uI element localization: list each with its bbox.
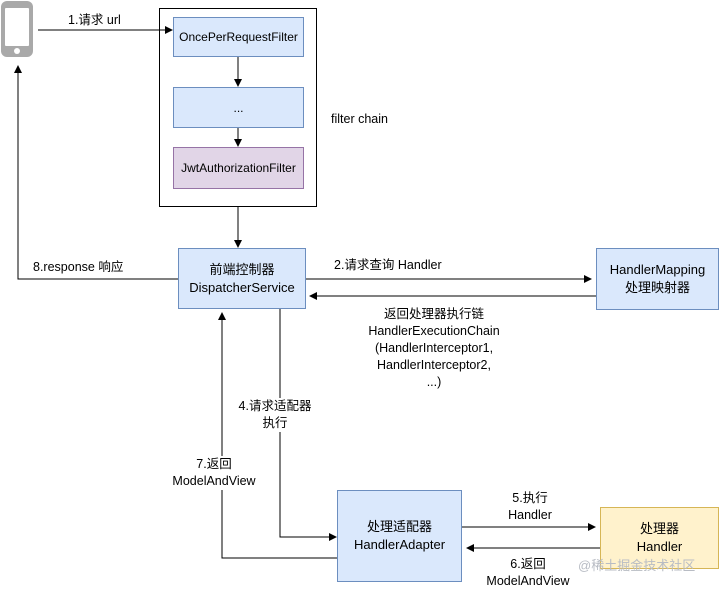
filter-chain-label: filter chain — [331, 112, 388, 126]
label-step7-line2: ModelAndView — [172, 474, 256, 488]
label-step2: 2.请求查询 Handler — [334, 257, 442, 274]
filter-chain-frame — [159, 8, 317, 207]
label-return-chain: 返回处理器执行链 HandlerExecutionChain (HandlerI… — [360, 306, 508, 391]
handler-adapter-node[interactable]: 处理适配器 HandlerAdapter — [337, 490, 462, 582]
dispatcher-line1: 前端控制器 — [209, 261, 275, 277]
filter-ellipsis[interactable]: ... — [173, 87, 304, 128]
label-step4-line2: 执行 — [262, 416, 288, 430]
filter-once-per-request-label: OncePerRequestFilter — [179, 30, 298, 44]
label-step7-line1: 7.返回 — [196, 457, 232, 471]
dispatcher-line2: DispatcherService — [189, 279, 295, 295]
edge-response — [14, 65, 178, 280]
label-step6: 6.返回 ModelAndView — [478, 556, 578, 590]
edge-request-adapter — [279, 309, 337, 541]
filter-jwt-authorization-label: JwtAuthorizationFilter — [181, 161, 296, 175]
label-step1: 1.请求 url — [68, 12, 121, 29]
watermark: @稀土掘金技术社区 — [578, 555, 695, 574]
label-step4: 4.请求适配器 执行 — [229, 398, 321, 432]
label-return-chain-line4: HandlerInterceptor2, — [377, 358, 491, 372]
watermark-text: @稀土掘金技术社区 — [578, 558, 696, 573]
label-return-chain-line3: (HandlerInterceptor1, — [374, 341, 494, 355]
label-step4-line1: 4.请求适配器 — [238, 399, 312, 413]
label-return-chain-line1: 返回处理器执行链 — [383, 307, 484, 321]
handler-line1: 处理器 — [639, 521, 679, 536]
handler-adapter-line2: HandlerAdapter — [353, 537, 446, 552]
dispatcher-service-node[interactable]: 前端控制器 DispatcherService — [178, 248, 306, 309]
filter-once-per-request[interactable]: OncePerRequestFilter — [173, 17, 304, 57]
handler-adapter-line1: 处理适配器 — [366, 519, 432, 534]
mobile-phone-icon — [1, 1, 33, 57]
label-step5: 5.执行 Handler — [490, 490, 570, 524]
filter-ellipsis-label: ... — [233, 100, 244, 115]
filter-jwt-authorization[interactable]: JwtAuthorizationFilter — [173, 147, 304, 189]
handler-mapping-line1: HandlerMapping — [609, 262, 706, 277]
handler-node[interactable]: 处理器 Handler — [600, 507, 719, 569]
label-return-chain-line5: ...) — [426, 375, 442, 389]
label-step8: 8.response 响应 — [33, 259, 124, 276]
edge-return-modelandview-7 — [218, 312, 338, 559]
handler-mapping-node[interactable]: HandlerMapping 处理映射器 — [596, 248, 719, 310]
label-step7: 7.返回 ModelAndView — [166, 456, 262, 490]
label-return-chain-line2: HandlerExecutionChain — [368, 324, 500, 338]
label-step5-line2: Handler — [508, 508, 552, 522]
label-step6-line1: 6.返回 — [510, 557, 546, 571]
label-step6-line2: ModelAndView — [486, 574, 570, 588]
handler-mapping-line2: 处理映射器 — [624, 280, 690, 295]
label-step5-line1: 5.执行 — [512, 491, 548, 505]
handler-line2: Handler — [636, 539, 683, 554]
